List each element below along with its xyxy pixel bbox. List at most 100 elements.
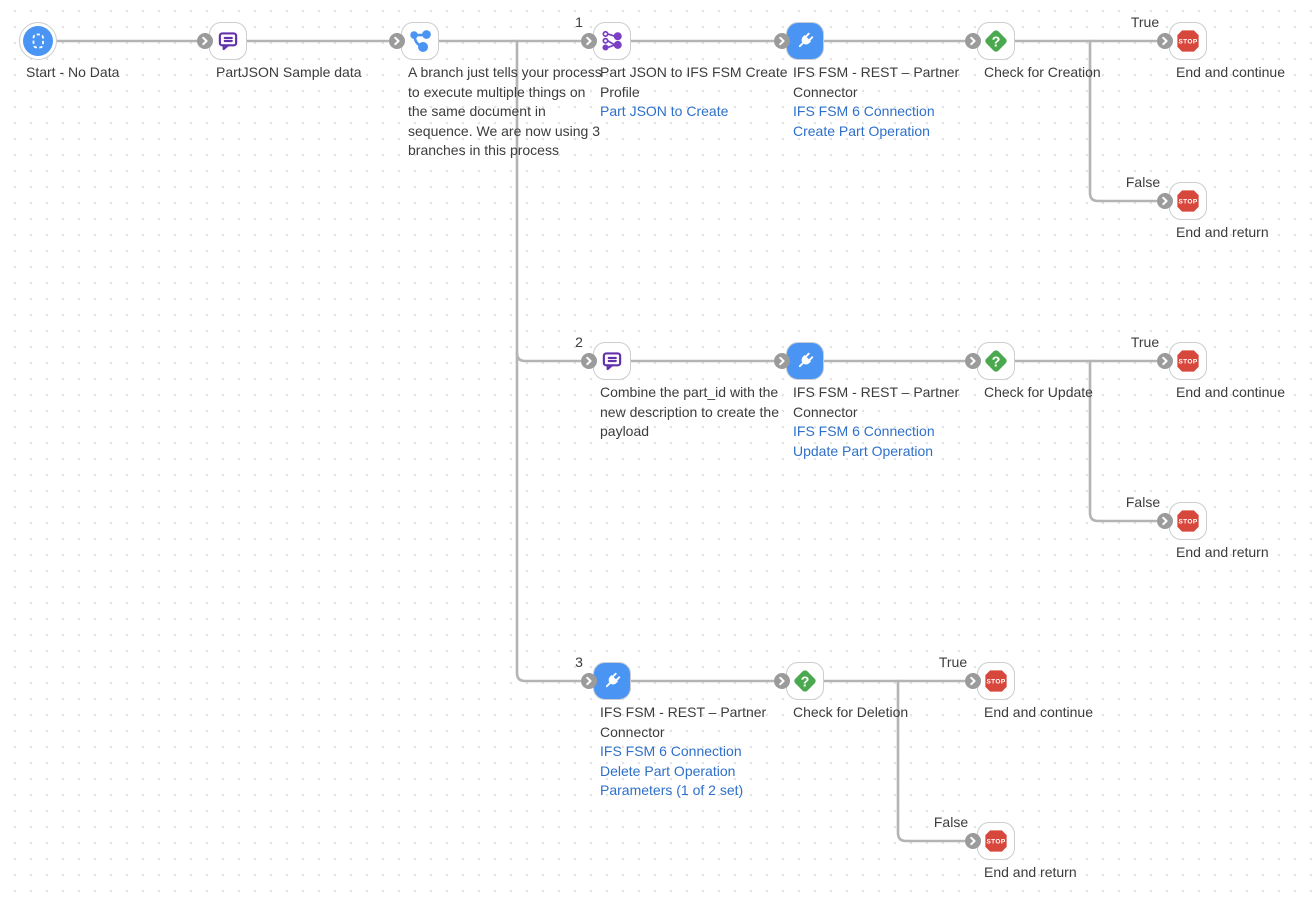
node-stop-update-false: STOP End and return — [1157, 502, 1269, 560]
node-start: Start - No Data — [19, 22, 119, 80]
chevron-in-icon — [965, 33, 981, 49]
node-label-block: End and return — [1176, 223, 1312, 243]
node-label-line: new description to create the — [600, 403, 779, 420]
node-link-line[interactable]: Parameters (1 of 2 set) — [600, 782, 744, 798]
chevron-in-icon — [965, 833, 981, 849]
stop-deletion-true-shape[interactable]: STOP — [977, 662, 1015, 700]
node-message-sample-data: PartJSON Sample data — [197, 22, 362, 80]
node-label-block: Check for Update — [984, 383, 1194, 403]
svg-text:?: ? — [992, 354, 1001, 370]
connection-line — [1088, 359, 1158, 523]
node-label-line: End and continue — [1176, 64, 1285, 80]
node-label-line: IFS FSM - REST – Partner — [600, 704, 767, 720]
chevron-in-icon — [581, 33, 597, 49]
chevron-in-icon — [774, 673, 790, 689]
node-label-block: PartJSON Sample data — [216, 63, 426, 83]
stop-deletion-false-shape[interactable]: STOP — [977, 822, 1015, 860]
decision-check-update-shape[interactable]: ? — [977, 342, 1015, 380]
node-decision-check-deletion: ? Check for Deletion — [774, 662, 908, 720]
node-link-line[interactable]: Delete Part Operation — [600, 762, 736, 779]
stop-update-false-shape[interactable]: STOP — [1169, 502, 1207, 540]
node-label-line: to execute multiple things on — [408, 83, 586, 100]
node-label-line: End and return — [984, 864, 1077, 880]
branch-shape[interactable] — [401, 22, 439, 60]
node-label-line: Check for Creation — [984, 64, 1101, 80]
message-sample-data-shape[interactable] — [209, 22, 247, 60]
edge-label: False — [933, 814, 969, 830]
stop-icon: STOP — [1177, 190, 1199, 212]
edge-label: 2 — [575, 334, 583, 350]
node-stop-creation-false: STOP End and return — [1157, 182, 1269, 240]
node-label-line: End and return — [1176, 544, 1269, 560]
node-label-line: Connector — [600, 723, 665, 740]
node-link-line[interactable]: Create Part Operation — [793, 122, 930, 139]
node-label-block: End and continue — [984, 703, 1194, 723]
decision-check-deletion-shape[interactable]: ? — [786, 662, 824, 700]
decision-check-creation-shape[interactable]: ? — [977, 22, 1015, 60]
node-label-line: Connector — [793, 403, 858, 420]
node-link-line[interactable]: IFS FSM 6 Connection — [600, 743, 742, 759]
edge-label: True — [1130, 14, 1160, 30]
connection-line — [515, 39, 582, 683]
edge-label: True — [1130, 334, 1160, 350]
node-label-line: Check for Deletion — [793, 704, 909, 720]
node-label-block: End and continue — [1176, 383, 1312, 403]
message-combine-payload-shape[interactable] — [593, 342, 631, 380]
node-link-line[interactable]: Part JSON to Create — [600, 103, 729, 119]
node-label-line: Check for Update — [984, 384, 1093, 400]
stop-icon: STOP — [985, 830, 1007, 852]
node-label-line: End and continue — [984, 704, 1093, 720]
connector-delete-shape[interactable] — [593, 662, 631, 700]
chevron-in-icon — [965, 353, 981, 369]
node-label-line: the same document in — [408, 103, 546, 119]
stop-update-true-shape[interactable]: STOP — [1169, 342, 1207, 380]
svg-text:?: ? — [992, 34, 1001, 50]
connector-update-shape[interactable] — [786, 342, 824, 380]
chevron-in-icon — [774, 33, 790, 49]
map-part-json-shape[interactable] — [593, 22, 631, 60]
node-label-block: Check for Creation — [984, 63, 1194, 83]
node-stop-update-true: STOP End and continue — [1157, 342, 1285, 400]
chevron-in-icon — [965, 673, 981, 689]
node-label-line: IFS FSM - REST – Partner — [793, 64, 960, 80]
branch-icon — [410, 30, 431, 52]
stop-icon: STOP — [1177, 30, 1199, 52]
node-link-line[interactable]: Update Part Operation — [793, 442, 934, 459]
chevron-in-icon — [1157, 513, 1173, 529]
map-icon — [602, 30, 622, 51]
stop-icon: STOP — [1177, 510, 1199, 532]
chevron-in-icon — [197, 33, 213, 49]
node-label-line: Start - No Data — [26, 64, 120, 80]
decision-icon: ? — [794, 670, 816, 692]
node-label-block: End and continue — [1176, 63, 1312, 83]
chevron-in-icon — [1157, 193, 1173, 209]
node-label-line: branches in this process — [408, 142, 559, 158]
chevron-in-icon — [1157, 353, 1173, 369]
node-label-block: End and return — [1176, 543, 1312, 563]
node-link-line[interactable]: IFS FSM 6 Connection — [793, 423, 935, 439]
node-label-line: IFS FSM - REST – Partner — [793, 384, 960, 400]
node-stop-deletion-false: STOP End and return — [965, 822, 1077, 880]
start-shape[interactable] — [19, 22, 57, 60]
stop-creation-false-shape[interactable]: STOP — [1169, 182, 1207, 220]
stop-creation-true-shape[interactable]: STOP — [1169, 22, 1207, 60]
node-label-line: Profile — [600, 83, 640, 100]
connector-plug-icon — [798, 352, 814, 368]
node-stop-deletion-true: STOP End and continue — [965, 662, 1093, 720]
decision-icon: ? — [985, 30, 1007, 52]
node-link-line[interactable]: IFS FSM 6 Connection — [793, 103, 935, 119]
connector-plug-icon — [605, 672, 621, 688]
edge-label: True — [938, 654, 968, 670]
node-label-line: Part JSON to IFS FSM Create — [600, 64, 788, 80]
connector-create-shape[interactable] — [786, 22, 824, 60]
svg-text:STOP: STOP — [986, 678, 1005, 685]
